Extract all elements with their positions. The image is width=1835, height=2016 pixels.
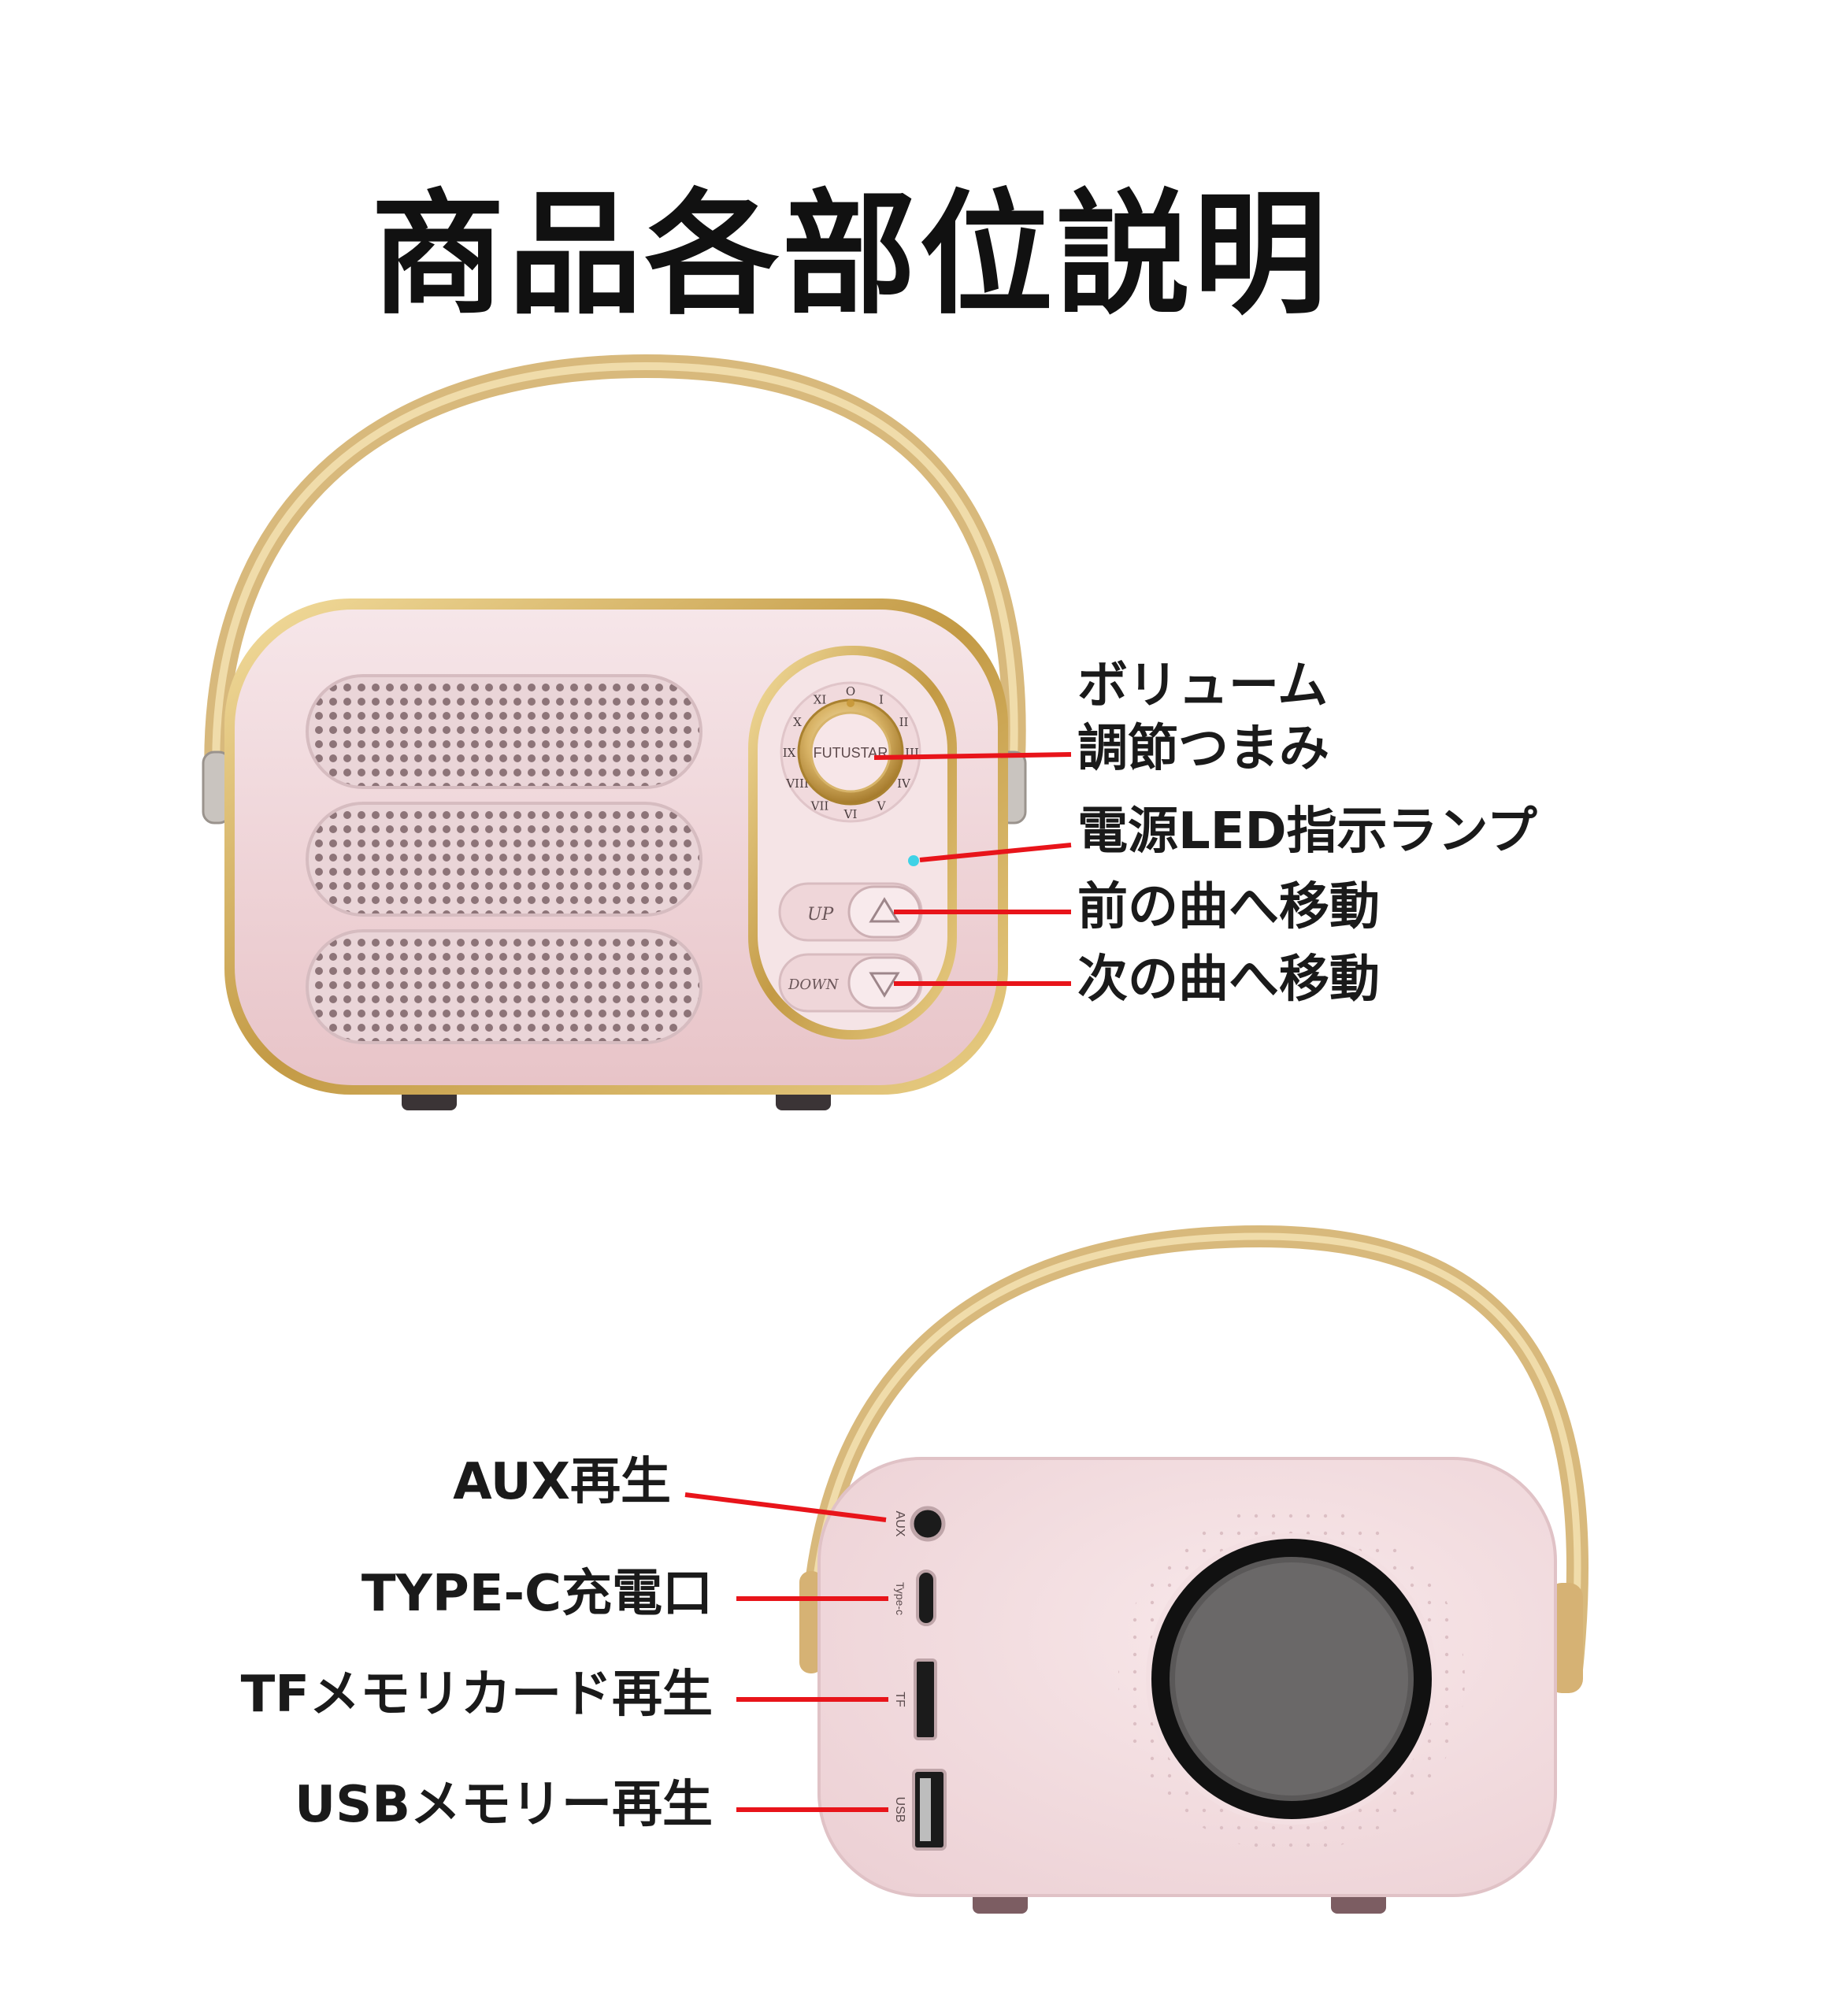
aux-mark: AUX [893,1511,906,1537]
down-button-label: DOWN [788,976,840,993]
label-tf: TFメモリカード再生 [240,1666,713,1724]
typec-port[interactable] [916,1569,936,1626]
dial-numeral: IX [783,746,796,760]
arrow-up-icon [869,897,900,923]
up-button-label: UP [807,905,835,925]
front-grille-top [306,674,702,789]
label-aux: AUX再生 [453,1453,671,1511]
label-previous-track: 前の曲へ移動 [1077,878,1380,936]
page-title: 商品各部位説明 [370,177,1330,333]
dial-numeral: V [877,799,887,813]
tf-slot[interactable] [914,1658,937,1740]
dial-numeral: VII [810,799,829,813]
label-usb: USBメモリー再生 [295,1776,713,1834]
label-volume-line2: 調節つまみ [1077,720,1329,778]
back-pointers [684,1492,888,1812]
label-volume-line1: ボリューム [1077,657,1329,715]
tf-mark: TF [893,1692,906,1707]
dial-numeral: IV [897,776,911,791]
dial-numeral: VIII [785,776,809,791]
pointer-aux [684,1492,887,1522]
typec-mark: Type-c [894,1582,906,1615]
aux-jack[interactable] [910,1506,946,1542]
dial-numeral: II [899,715,909,729]
dial-numeral: XI [814,693,827,707]
dial-numeral: I [879,693,884,707]
pointer-volume [873,752,1072,760]
dial-numeral: X [793,715,802,729]
back-speaker: AUX Type-c TF USB [799,1225,1588,1914]
dial-numeral: VI [843,807,858,821]
power-led [908,855,919,866]
label-power-led: 電源LED指示ランプ [1077,802,1537,861]
label-next-track: 次の曲へ移動 [1077,951,1380,1009]
label-typec: TYPE-C充電口 [361,1565,713,1623]
front-pointers [873,752,1072,986]
arrow-down-icon [869,972,900,998]
pointer-led [919,843,1072,862]
brand-mark: FUTUSTAR [814,745,888,761]
front-grille-bottom [306,929,702,1044]
usb-mark: USB [893,1797,906,1823]
dial-numeral: O [846,684,855,699]
front-grille-middle [306,802,702,917]
